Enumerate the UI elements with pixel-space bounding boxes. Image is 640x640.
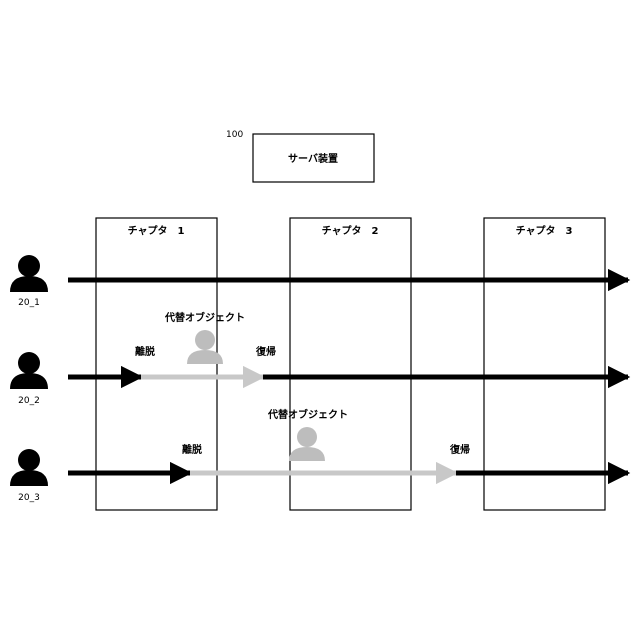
user-2-return-label: 復帰: [255, 345, 276, 358]
user-2-substitute-label: 代替オブジェクト: [164, 311, 245, 324]
user-2-id: 20_2: [18, 396, 40, 406]
user-3-leave-label: 離脱: [182, 443, 202, 456]
chapter-1-label: チャプタ 1: [128, 224, 185, 237]
user-3-substitute-label: 代替オブジェクト: [267, 408, 348, 421]
user-1-person-icon: [10, 255, 48, 292]
user-2-person-icon: [10, 352, 48, 389]
user-3-id: 20_3: [18, 493, 40, 503]
server-label: サーバ装置: [288, 152, 338, 165]
user-1-id: 20_1: [18, 298, 40, 308]
user-3-substitute-object-icon: [289, 427, 325, 461]
server-ref-label: 100: [226, 130, 243, 140]
user-2-leave-label: 離脱: [135, 345, 155, 358]
chapter-2-box: [290, 218, 411, 510]
user-2-substitute-object-icon: [187, 330, 223, 364]
user-3-person-icon: [10, 449, 48, 486]
chapter-3-label: チャプタ 3: [516, 224, 573, 237]
user-3-return-label: 復帰: [449, 443, 470, 456]
chapter-2-label: チャプタ 2: [322, 224, 379, 237]
chapter-3-box: [484, 218, 605, 510]
